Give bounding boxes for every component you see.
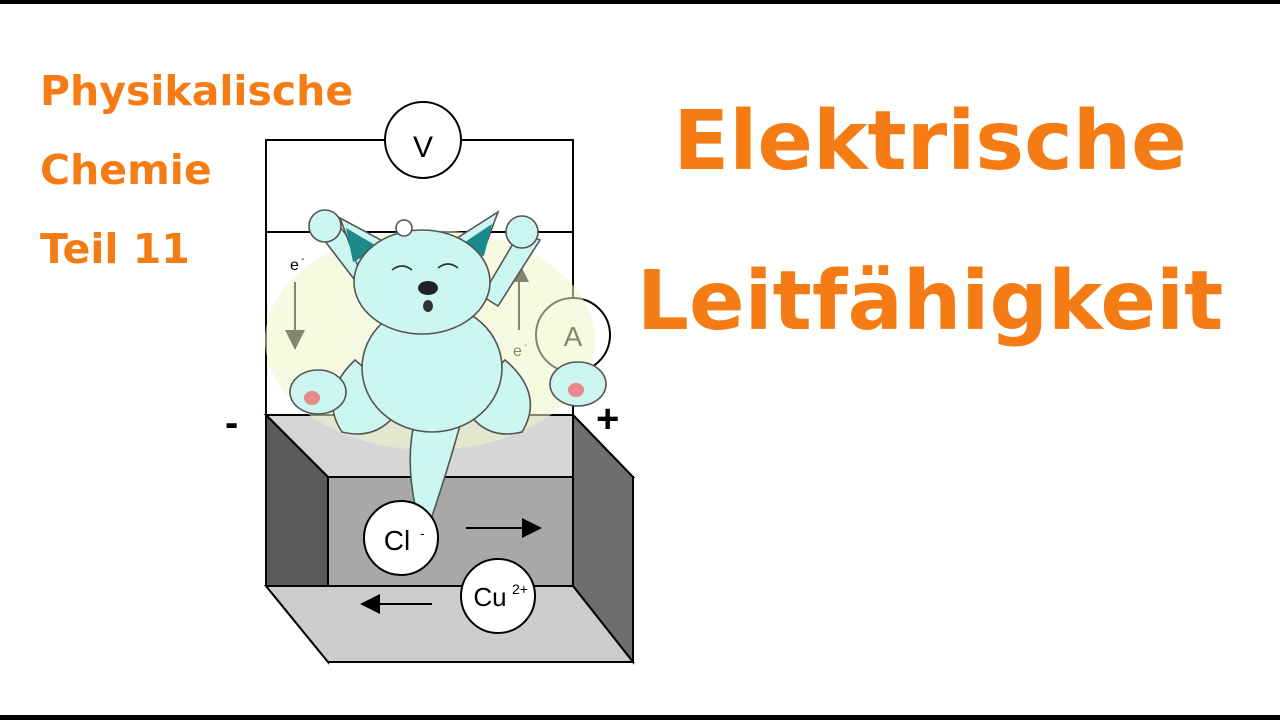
copper-ion: Cu 2+ [460, 558, 536, 634]
series-label: Physikalische Chemie Teil 11 [40, 52, 353, 289]
top-border [0, 0, 1280, 4]
copper-label: Cu [473, 582, 506, 612]
chloride-label: Cl [384, 525, 410, 556]
voltmeter-label: V [413, 131, 433, 164]
series-line-2: Chemie [40, 146, 212, 194]
title-line-2: Leitfähigkeit [636, 254, 1224, 349]
chloride-ion: Cl - [363, 500, 439, 576]
electron-charge-left: - [301, 254, 304, 265]
plus-pole: + [596, 397, 619, 441]
chloride-charge: - [420, 525, 425, 541]
bottom-border [0, 715, 1280, 720]
voltmeter: V [384, 101, 462, 179]
copper-charge: 2+ [512, 581, 528, 597]
electrolysis-cell [263, 412, 636, 665]
fox-mascot-image [265, 209, 607, 543]
video-title: Elektrische Leitfähigkeit [590, 62, 1270, 382]
series-line-1: Physikalische [40, 67, 354, 115]
electron-label-left: e [290, 257, 299, 274]
minus-pole: - [225, 401, 238, 445]
title-line-1: Elektrische [673, 94, 1187, 189]
series-line-3: Teil 11 [40, 225, 190, 273]
